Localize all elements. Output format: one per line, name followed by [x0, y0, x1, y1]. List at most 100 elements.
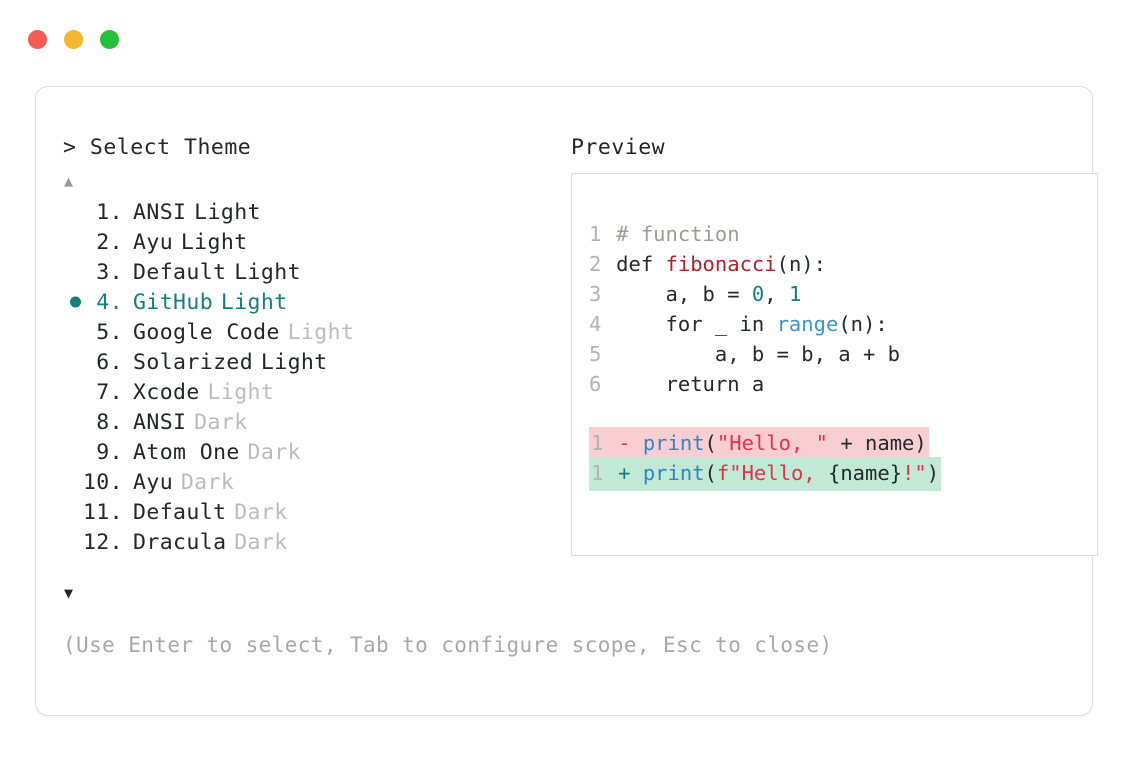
code-token: (	[704, 461, 717, 485]
code-token: f"Hello,	[716, 461, 828, 485]
code-token	[604, 222, 616, 246]
theme-item-variant: Light	[260, 349, 328, 375]
line-number: 1	[591, 431, 604, 455]
theme-item-number: 11.	[82, 499, 123, 525]
theme-item-number: 7.	[96, 379, 123, 405]
theme-list-item[interactable]: 12. Dracula Dark	[63, 527, 533, 557]
code-token: range	[776, 312, 839, 336]
theme-item-name: Dracula	[133, 529, 227, 555]
code-token: fibonacci	[665, 252, 777, 276]
line-number: 3	[589, 282, 602, 306]
theme-item-variant: Light	[234, 259, 301, 285]
code-spacer	[589, 399, 941, 427]
code-line: 5 a, b = b, a + b	[589, 339, 941, 369]
code-token: {name}	[827, 461, 903, 485]
theme-item-name: Ayu	[133, 229, 174, 255]
code-line: 6 return a	[589, 369, 941, 399]
theme-list-item[interactable]: 3. Default Light	[63, 257, 533, 287]
window-titlebar	[28, 30, 119, 49]
preview-title: Preview	[571, 135, 666, 160]
keyboard-hint: (Use Enter to select, Tab to configure s…	[63, 633, 833, 657]
theme-item-name: Xcode	[133, 379, 200, 405]
code-token: (n):	[776, 252, 826, 276]
code-token: (n):	[838, 312, 888, 336]
line-number: 1	[589, 222, 602, 246]
theme-item-name: GitHub	[133, 289, 214, 315]
theme-item-variant: Dark	[234, 499, 288, 525]
theme-list-item[interactable]: 7. Xcode Light	[63, 377, 533, 407]
theme-item-number: 4.	[96, 289, 123, 315]
theme-item-name: Default	[133, 499, 227, 525]
close-dot[interactable]	[28, 30, 47, 49]
theme-item-name: Solarized	[133, 349, 254, 375]
code-token: )	[926, 461, 940, 485]
code-token: a, b =	[603, 282, 752, 306]
theme-item-number: 9.	[96, 439, 123, 465]
code-token: def	[616, 252, 666, 276]
theme-item-variant: Dark	[234, 529, 288, 555]
code-token: return a	[603, 372, 765, 396]
diff-added-line: 1 + print(f"Hello, {name}!")	[589, 457, 942, 491]
code-token	[604, 252, 616, 276]
theme-item-number: 12.	[82, 529, 123, 555]
theme-item-number: 6.	[96, 349, 123, 375]
scroll-up-icon[interactable]: ▲	[64, 172, 74, 190]
theme-item-number: 3.	[96, 259, 123, 285]
code-token: print	[642, 461, 705, 485]
theme-item-name: Ayu	[133, 469, 174, 495]
code-token: # function	[616, 222, 740, 246]
code-token: (	[704, 431, 717, 455]
theme-list-item[interactable]: 11. Default Dark	[63, 497, 533, 527]
line-number: 6	[589, 372, 602, 396]
code-line: 3 a, b = 0, 1	[589, 279, 941, 309]
theme-item-variant: Dark	[247, 439, 301, 465]
code-token: a, b = b, a + b	[603, 342, 901, 366]
theme-item-variant: Light	[287, 319, 355, 345]
code-token: "Hello, "	[716, 431, 828, 455]
theme-item-variant: Light	[220, 289, 288, 315]
theme-item-variant: Dark	[194, 409, 248, 435]
code-token: + name)	[827, 431, 927, 455]
theme-item-number: 5.	[96, 319, 123, 345]
theme-item-variant: Light	[194, 199, 261, 225]
theme-item-name: ANSI	[133, 409, 187, 435]
code-token: ,	[764, 282, 789, 306]
theme-item-variant: Light	[207, 379, 275, 405]
theme-list-item[interactable]: 5. Google Code Light	[63, 317, 533, 347]
code-token: print	[642, 431, 705, 455]
code-line: 1 # function	[589, 219, 941, 249]
minimize-dot[interactable]	[64, 30, 83, 49]
line-number: 4	[589, 312, 602, 336]
code-line: 2 def fibonacci(n):	[589, 249, 941, 279]
theme-item-name: Default	[133, 259, 227, 285]
maximize-dot[interactable]	[100, 30, 119, 49]
code-token: 0	[751, 282, 765, 306]
diff-minus-marker: -	[605, 431, 643, 455]
line-number: 1	[591, 461, 604, 485]
scroll-down-icon[interactable]: ▼	[64, 584, 74, 602]
selected-bullet-icon	[70, 296, 81, 308]
theme-item-number: 1.	[96, 199, 123, 225]
theme-item-variant: Dark	[180, 469, 235, 495]
diff-line: 1 + print(f"Hello, {name}!")	[589, 457, 942, 491]
code-token: !"	[902, 461, 927, 485]
code-token: for _ in	[603, 312, 777, 336]
diff-line: 1 - print("Hello, " + name)	[589, 427, 941, 461]
theme-item-name: Google Code	[133, 319, 280, 345]
code-token: 1	[788, 282, 802, 306]
theme-item-number: 10.	[82, 469, 123, 495]
code-line: 4 for _ in range(n):	[589, 309, 941, 339]
